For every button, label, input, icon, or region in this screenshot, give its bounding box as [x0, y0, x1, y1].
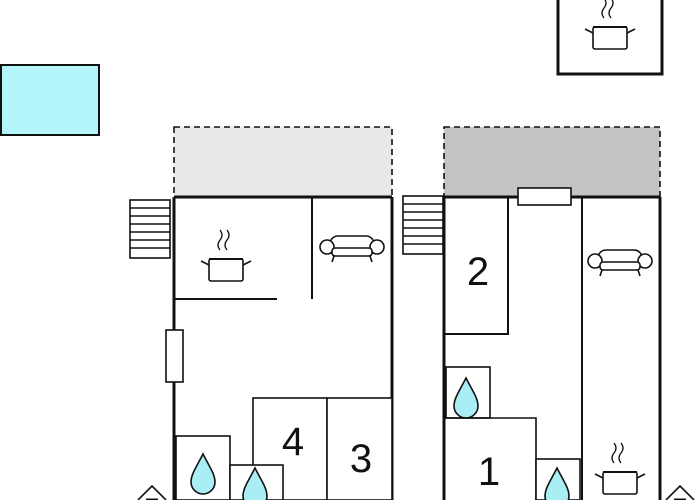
pool-area: [0, 64, 100, 136]
terrace: [443, 126, 661, 198]
unit-left: 4 3: [129, 126, 394, 500]
room-label: 2: [467, 250, 489, 294]
window-icon: [517, 187, 572, 206]
room-label: 1: [478, 450, 500, 494]
window-icon: [165, 329, 184, 383]
stairs-icon: [129, 199, 171, 259]
kitchen-pot-icon: [200, 229, 252, 282]
sofa-icon: [587, 249, 653, 277]
terrace: [173, 126, 393, 198]
stairs-icon: [402, 195, 444, 255]
entrance-icon: [665, 484, 695, 500]
room-label: 4: [282, 420, 304, 464]
entrance-icon: [137, 484, 167, 500]
room-label: 3: [350, 437, 372, 481]
sofa-icon: [319, 235, 385, 263]
kitchen-pot-icon: [594, 442, 646, 495]
unit-right: 2 1: [402, 126, 695, 500]
